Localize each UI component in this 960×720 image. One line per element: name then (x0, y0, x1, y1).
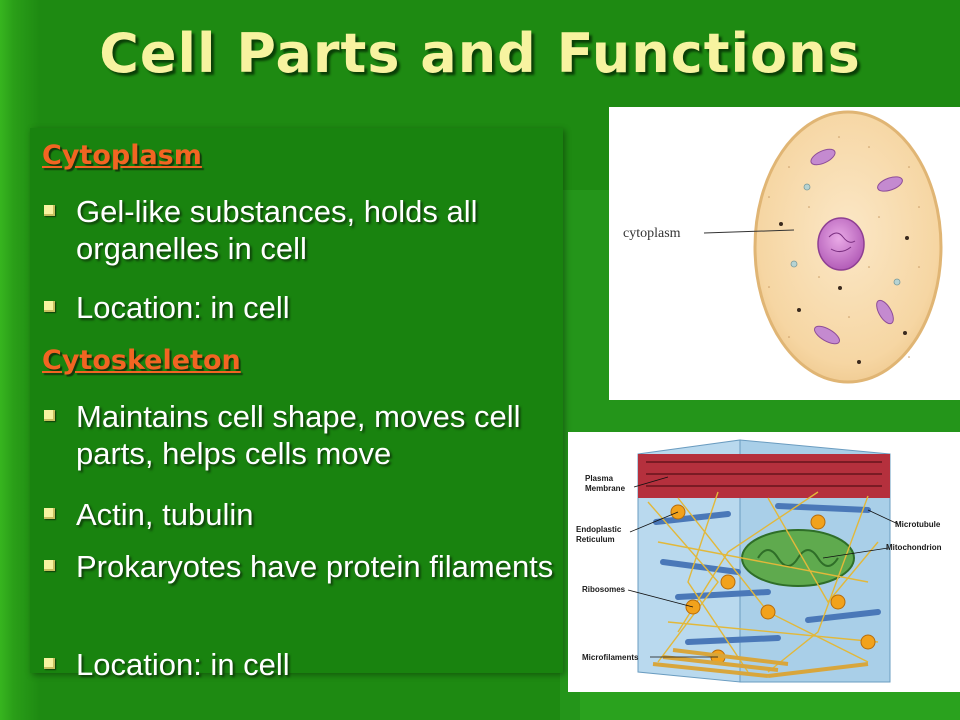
square-bullet-icon (44, 560, 55, 571)
microtubules (653, 503, 881, 645)
cytoskeleton-diagram: Plasma Membrane Endoplastic Reticulum Ri… (568, 432, 960, 692)
bullet-text: Location: in cell (76, 290, 290, 325)
square-bullet-icon (44, 410, 55, 421)
microtubule-label: Microtubule (895, 520, 941, 529)
er-label-1: Endoplastic (576, 525, 622, 534)
bullet-item: Gel-like substances, holds all organelle… (42, 193, 552, 267)
square-bullet-icon (44, 301, 55, 312)
microfilaments (652, 648, 869, 678)
square-bullet-icon (44, 205, 55, 216)
heading-cytoskeleton: Cytoskeleton (42, 345, 241, 376)
membrane-layer (638, 454, 890, 498)
plasma-label-1: Plasma (585, 474, 614, 483)
er-label-2: Reticulum (576, 535, 615, 544)
nucleus (817, 217, 865, 271)
bullet-text: Maintains cell shape, moves cell parts, … (76, 399, 521, 471)
bullet-item: Maintains cell shape, moves cell parts, … (42, 398, 552, 472)
bullet-text: Actin, tubulin (76, 497, 254, 532)
bullet-item: Location: in cell (42, 646, 552, 683)
plasma-label-2: Membrane (585, 484, 626, 493)
mitochondria (810, 148, 903, 345)
heading-cytoplasm: Cytoplasm (42, 140, 202, 171)
square-bullet-icon (44, 658, 55, 669)
bullet-item: Location: in cell (42, 289, 552, 326)
bullet-item: Prokaryotes have protein filaments (42, 548, 553, 622)
bullet-text: Gel-like substances, holds all organelle… (76, 194, 478, 266)
bullet-text: Prokaryotes have protein filaments (76, 549, 554, 584)
mitochondrion-label: Mitochondrion (886, 543, 942, 552)
content-panel (30, 128, 563, 673)
slide-title: Cell Parts and Functions (99, 22, 861, 85)
cell-diagram: cytoplasm (623, 110, 943, 384)
cytoskeleton-diagram-image: Plasma Membrane Endoplastic Reticulum Ri… (568, 432, 960, 692)
organelle-dots (779, 222, 909, 364)
cytoplasm-label: cytoplasm (623, 226, 681, 241)
label-leader-line (703, 229, 795, 234)
bullet-item: Actin, tubulin (42, 496, 552, 533)
ribosomes (670, 504, 876, 665)
square-bullet-icon (44, 508, 55, 519)
ribosomes-label: Ribosomes (582, 585, 626, 594)
bullet-text: Location: in cell (76, 647, 290, 682)
microfilaments-label: Microfilaments (582, 653, 639, 662)
cell-diagram-image: cytoplasm (609, 107, 960, 400)
